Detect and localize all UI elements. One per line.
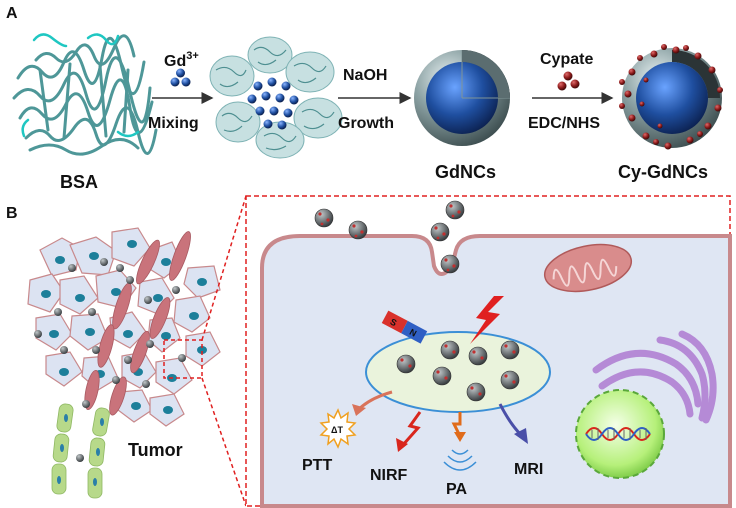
mri-label: MRI: [514, 461, 543, 478]
panel-b: B: [6, 195, 732, 508]
gdncs-sphere: [414, 50, 510, 146]
bsa-protein-highlights: [21, 33, 140, 138]
step2-naoh-label: NaOH: [343, 67, 387, 84]
step1-mixing-label: Mixing: [148, 115, 199, 132]
nirf-label: NIRF: [370, 467, 408, 484]
magnet-icon: S N: [381, 310, 428, 344]
cy-gdncs-sphere: [619, 44, 723, 150]
magnet-s-label: S: [388, 317, 398, 329]
step3-edc-nhs-label: EDC/NHS: [528, 115, 600, 132]
step3-cypate-label: Cypate: [540, 51, 593, 68]
pa-label: PA: [446, 481, 467, 498]
panel-a-label: A: [6, 5, 18, 22]
cy-gdncs-label: Cy-GdNCs: [618, 162, 708, 182]
step2-growth-label: Growth: [338, 115, 394, 132]
dna-helix-icon: [585, 427, 651, 441]
bsa-label: BSA: [60, 172, 98, 192]
zoom-connector-bottom: [201, 377, 247, 507]
step1-gd-label: Gd3+: [164, 50, 199, 70]
endosome-nanoparticles: [396, 340, 520, 402]
tumor-label: Tumor: [128, 440, 183, 460]
zoom-selection-box: [163, 339, 203, 379]
nirf-arrow: [400, 411, 422, 447]
endosome: [365, 331, 551, 413]
ptt-heat-icon: ΔT: [319, 408, 357, 449]
endoplasmic-reticulum: [592, 330, 717, 424]
pa-sound-waves-icon: [443, 449, 477, 471]
pa-arrow: [451, 412, 462, 437]
laser-lightning-icon: [470, 296, 504, 344]
bsa-gd-complex: [209, 36, 343, 159]
gdncs-label: GdNCs: [435, 162, 496, 182]
tumor-tissue: [27, 227, 221, 499]
magnet-n-label: N: [408, 327, 418, 339]
delta-t-label: ΔT: [331, 425, 343, 435]
gd-ion-cluster: [170, 68, 191, 87]
cypate-molecules: [557, 71, 580, 91]
extracellular-nanoparticles: [314, 200, 465, 274]
cell-nucleus: [575, 389, 665, 479]
bsa-protein-graphic: [12, 34, 158, 156]
ptt-label: PTT: [302, 457, 332, 474]
panel-b-label: B: [6, 205, 18, 222]
panel-a: A BSA Gd3+ Mixing: [6, 5, 723, 192]
mitochondrion: [543, 243, 633, 293]
